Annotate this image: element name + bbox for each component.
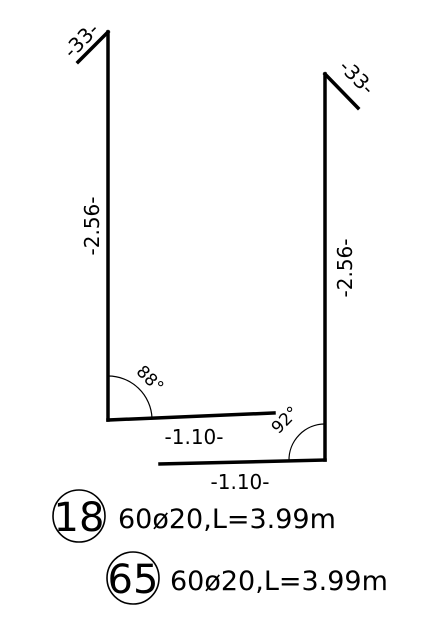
angle-arc-92	[288, 423, 326, 462]
lower-bottom-length-label: -1.10-	[211, 470, 270, 494]
mark-row-18: 18 60ø20,L=3.99m	[52, 489, 336, 543]
angle-arc-88	[107, 375, 153, 419]
upper-bottom-leg	[106, 411, 276, 422]
upper-bottom-length-label: -1.10-	[165, 425, 224, 449]
mark-number: 18	[54, 495, 105, 541]
bar-shape-1	[75, 29, 276, 422]
right-hook-segment	[322, 71, 361, 111]
left-leg-length-label: -2.56-	[80, 197, 104, 256]
left-hook-segment	[75, 29, 111, 65]
left-hook-length-label: -33-	[58, 17, 103, 62]
mark-spec: 60ø20,L=3.99m	[118, 504, 336, 535]
mark-circle	[52, 489, 106, 543]
angle-92-label: 92°	[268, 403, 303, 438]
lower-bottom-leg	[158, 458, 327, 466]
right-leg-length-label: -2.56-	[333, 239, 357, 298]
angle-88-label: 88°	[132, 362, 167, 397]
mark-row-65: 65 60ø20,L=3.99m	[106, 551, 388, 605]
mark-number: 65	[108, 557, 159, 603]
bar-shape-2	[158, 71, 361, 466]
mark-spec: 60ø20,L=3.99m	[170, 566, 388, 597]
mark-circle	[106, 551, 160, 605]
